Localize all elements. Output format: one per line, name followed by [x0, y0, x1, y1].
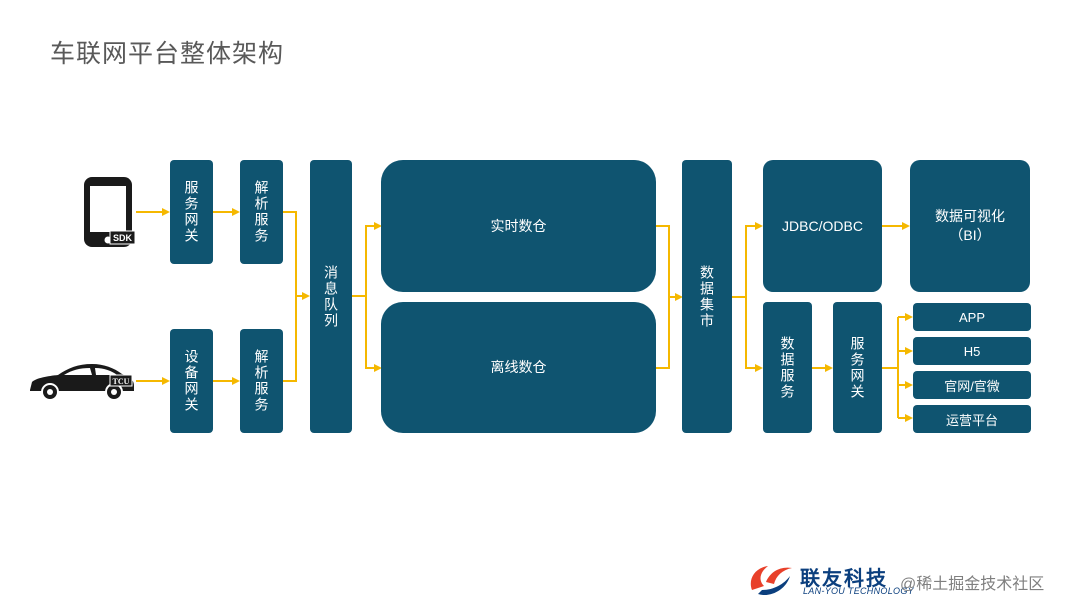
app-label: APP	[958, 309, 985, 325]
service-gateway-right-box: 服务网关	[833, 302, 882, 433]
arrow-mq-to-realtime	[352, 222, 382, 297]
data-mart-label: 数据集市	[699, 264, 715, 329]
arrow-gw-to-outputs	[882, 317, 899, 418]
brand-name-cn: 联友科技	[800, 568, 888, 590]
service-gateway-top-label: 服务网关	[183, 180, 200, 244]
realtime-warehouse-box: 实时数仓	[381, 160, 656, 292]
car-icon: TCU	[30, 364, 134, 401]
brand-name-en: LAN-YOU TECHNOLOGY	[803, 586, 914, 596]
phone-icon: SDK	[84, 177, 136, 247]
device-gateway-box: 设备网关	[170, 329, 213, 433]
parse-service-top-label: 解析服务	[253, 180, 270, 244]
device-gateway-label: 设备网关	[183, 349, 200, 413]
page-title: 车联网平台整体架构	[50, 40, 285, 68]
jdbc-odbc-label: JDBC/ODBC	[782, 217, 863, 234]
watermark-text: @稀土掘金技术社区	[900, 576, 1045, 593]
operations-platform-box: 运营平台	[913, 405, 1031, 433]
realtime-warehouse-label: 实时数仓	[490, 217, 547, 234]
arrow-mart-to-jdbc	[732, 222, 763, 298]
message-queue-box: 消息队列	[310, 160, 352, 433]
website-box: 官网/官微	[913, 371, 1031, 399]
service-gateway-top-box: 服务网关	[170, 160, 213, 264]
h5-label: H5	[963, 343, 981, 359]
parse-service-top-box: 解析服务	[240, 160, 283, 264]
jdbc-odbc-box: JDBC/ODBC	[763, 160, 882, 292]
message-queue-label: 消息队列	[323, 264, 339, 329]
service-gateway-right-label: 服务网关	[849, 335, 866, 400]
bi-visualization-box: 数据可视化 （BI）	[910, 160, 1030, 292]
arrow-warehouses-to-mart	[656, 225, 681, 369]
website-label: 官网/官微	[944, 378, 1000, 394]
phone-sdk-label: SDK	[113, 233, 133, 243]
data-mart-box: 数据集市	[682, 160, 732, 433]
offline-warehouse-label: 离线数仓	[490, 359, 547, 376]
operations-platform-label: 运营平台	[945, 412, 998, 428]
app-box: APP	[913, 303, 1031, 331]
bi-visualization-label: 数据可视化 （BI）	[935, 208, 1005, 243]
offline-warehouse-box: 离线数仓	[381, 302, 656, 433]
arrow-parse-to-mq	[283, 211, 308, 382]
parse-service-bottom-label: 解析服务	[253, 349, 270, 413]
parse-service-bottom-box: 解析服务	[240, 329, 283, 433]
car-tcu-label: TCU	[113, 377, 130, 386]
data-service-label: 数据服务	[779, 335, 796, 400]
brand-logo-icon	[750, 566, 792, 596]
data-service-box: 数据服务	[763, 302, 812, 433]
h5-box: H5	[913, 337, 1031, 365]
arrow-mq-to-offline	[365, 296, 382, 372]
arrow-mart-to-data-service	[745, 297, 763, 372]
